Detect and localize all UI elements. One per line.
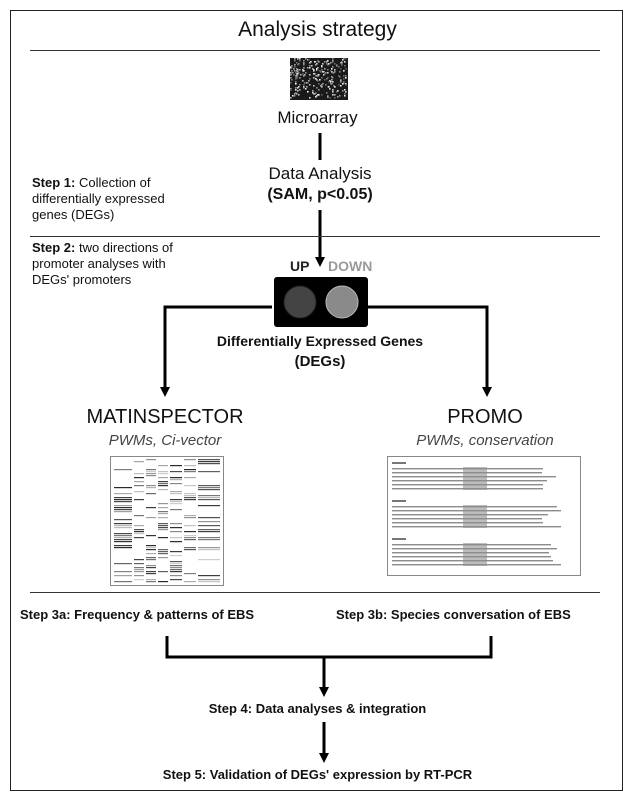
step5-text: Step 5: Validation of DEGs' expression b…: [162, 767, 473, 782]
step4-text: Step 4: Data analyses & integration: [208, 701, 427, 716]
step1-text: Step 1: Collection of differentially exp…: [32, 175, 242, 223]
degs-box: [274, 277, 368, 327]
down-circle: [325, 285, 359, 319]
step2-line2: promoter analyses with: [32, 256, 166, 271]
promo-alignment: [387, 456, 581, 576]
step1-line1: Collection of: [75, 175, 151, 190]
arrow-degs-left: [160, 305, 272, 397]
step2-line1: two directions of: [75, 240, 173, 255]
right-tool-subtitle: PWMs, conservation: [416, 432, 554, 449]
step1-line2: differentially expressed: [32, 191, 165, 206]
merge-bracket: [165, 636, 493, 659]
left-tool-subtitle: PWMs, Ci-vector: [108, 432, 222, 449]
degs-caption: Differentially Expressed Genes: [216, 333, 424, 349]
diagram-title: Analysis strategy: [238, 18, 397, 41]
down-label: DOWN: [328, 258, 373, 274]
step2-prefix: Step 2:: [32, 240, 76, 255]
arrow-degs-right: [368, 305, 492, 397]
step1-line3: genes (DEGs): [32, 207, 115, 222]
data-analysis-method: (SAM, p<0.05): [267, 186, 373, 203]
matinspector-heatmap: [110, 456, 224, 586]
title-divider: [30, 50, 600, 51]
data-analysis-label: Data Analysis: [268, 164, 372, 183]
right-tool-name: PROMO: [447, 406, 523, 428]
step3a-text: Step 3a: Frequency & patterns of EBS: [20, 607, 255, 622]
left-tool-name: MATINSPECTOR: [86, 406, 244, 428]
microarray-label: Microarray: [277, 108, 358, 127]
step2-text: Step 2: two directions of promoter analy…: [32, 240, 252, 288]
up-label: UP: [290, 258, 310, 274]
diagram-frame: [10, 10, 623, 791]
degs-caption-abbrev: (DEGs): [294, 353, 346, 370]
step3-divider: [30, 592, 600, 593]
step1-prefix: Step 1:: [32, 175, 76, 190]
step2-line3: DEGs' promoters: [32, 272, 132, 287]
up-circle: [283, 285, 317, 319]
microarray-image: [290, 58, 348, 100]
step1-divider: [30, 236, 600, 237]
step3b-text: Step 3b: Species conversation of EBS: [336, 607, 571, 622]
